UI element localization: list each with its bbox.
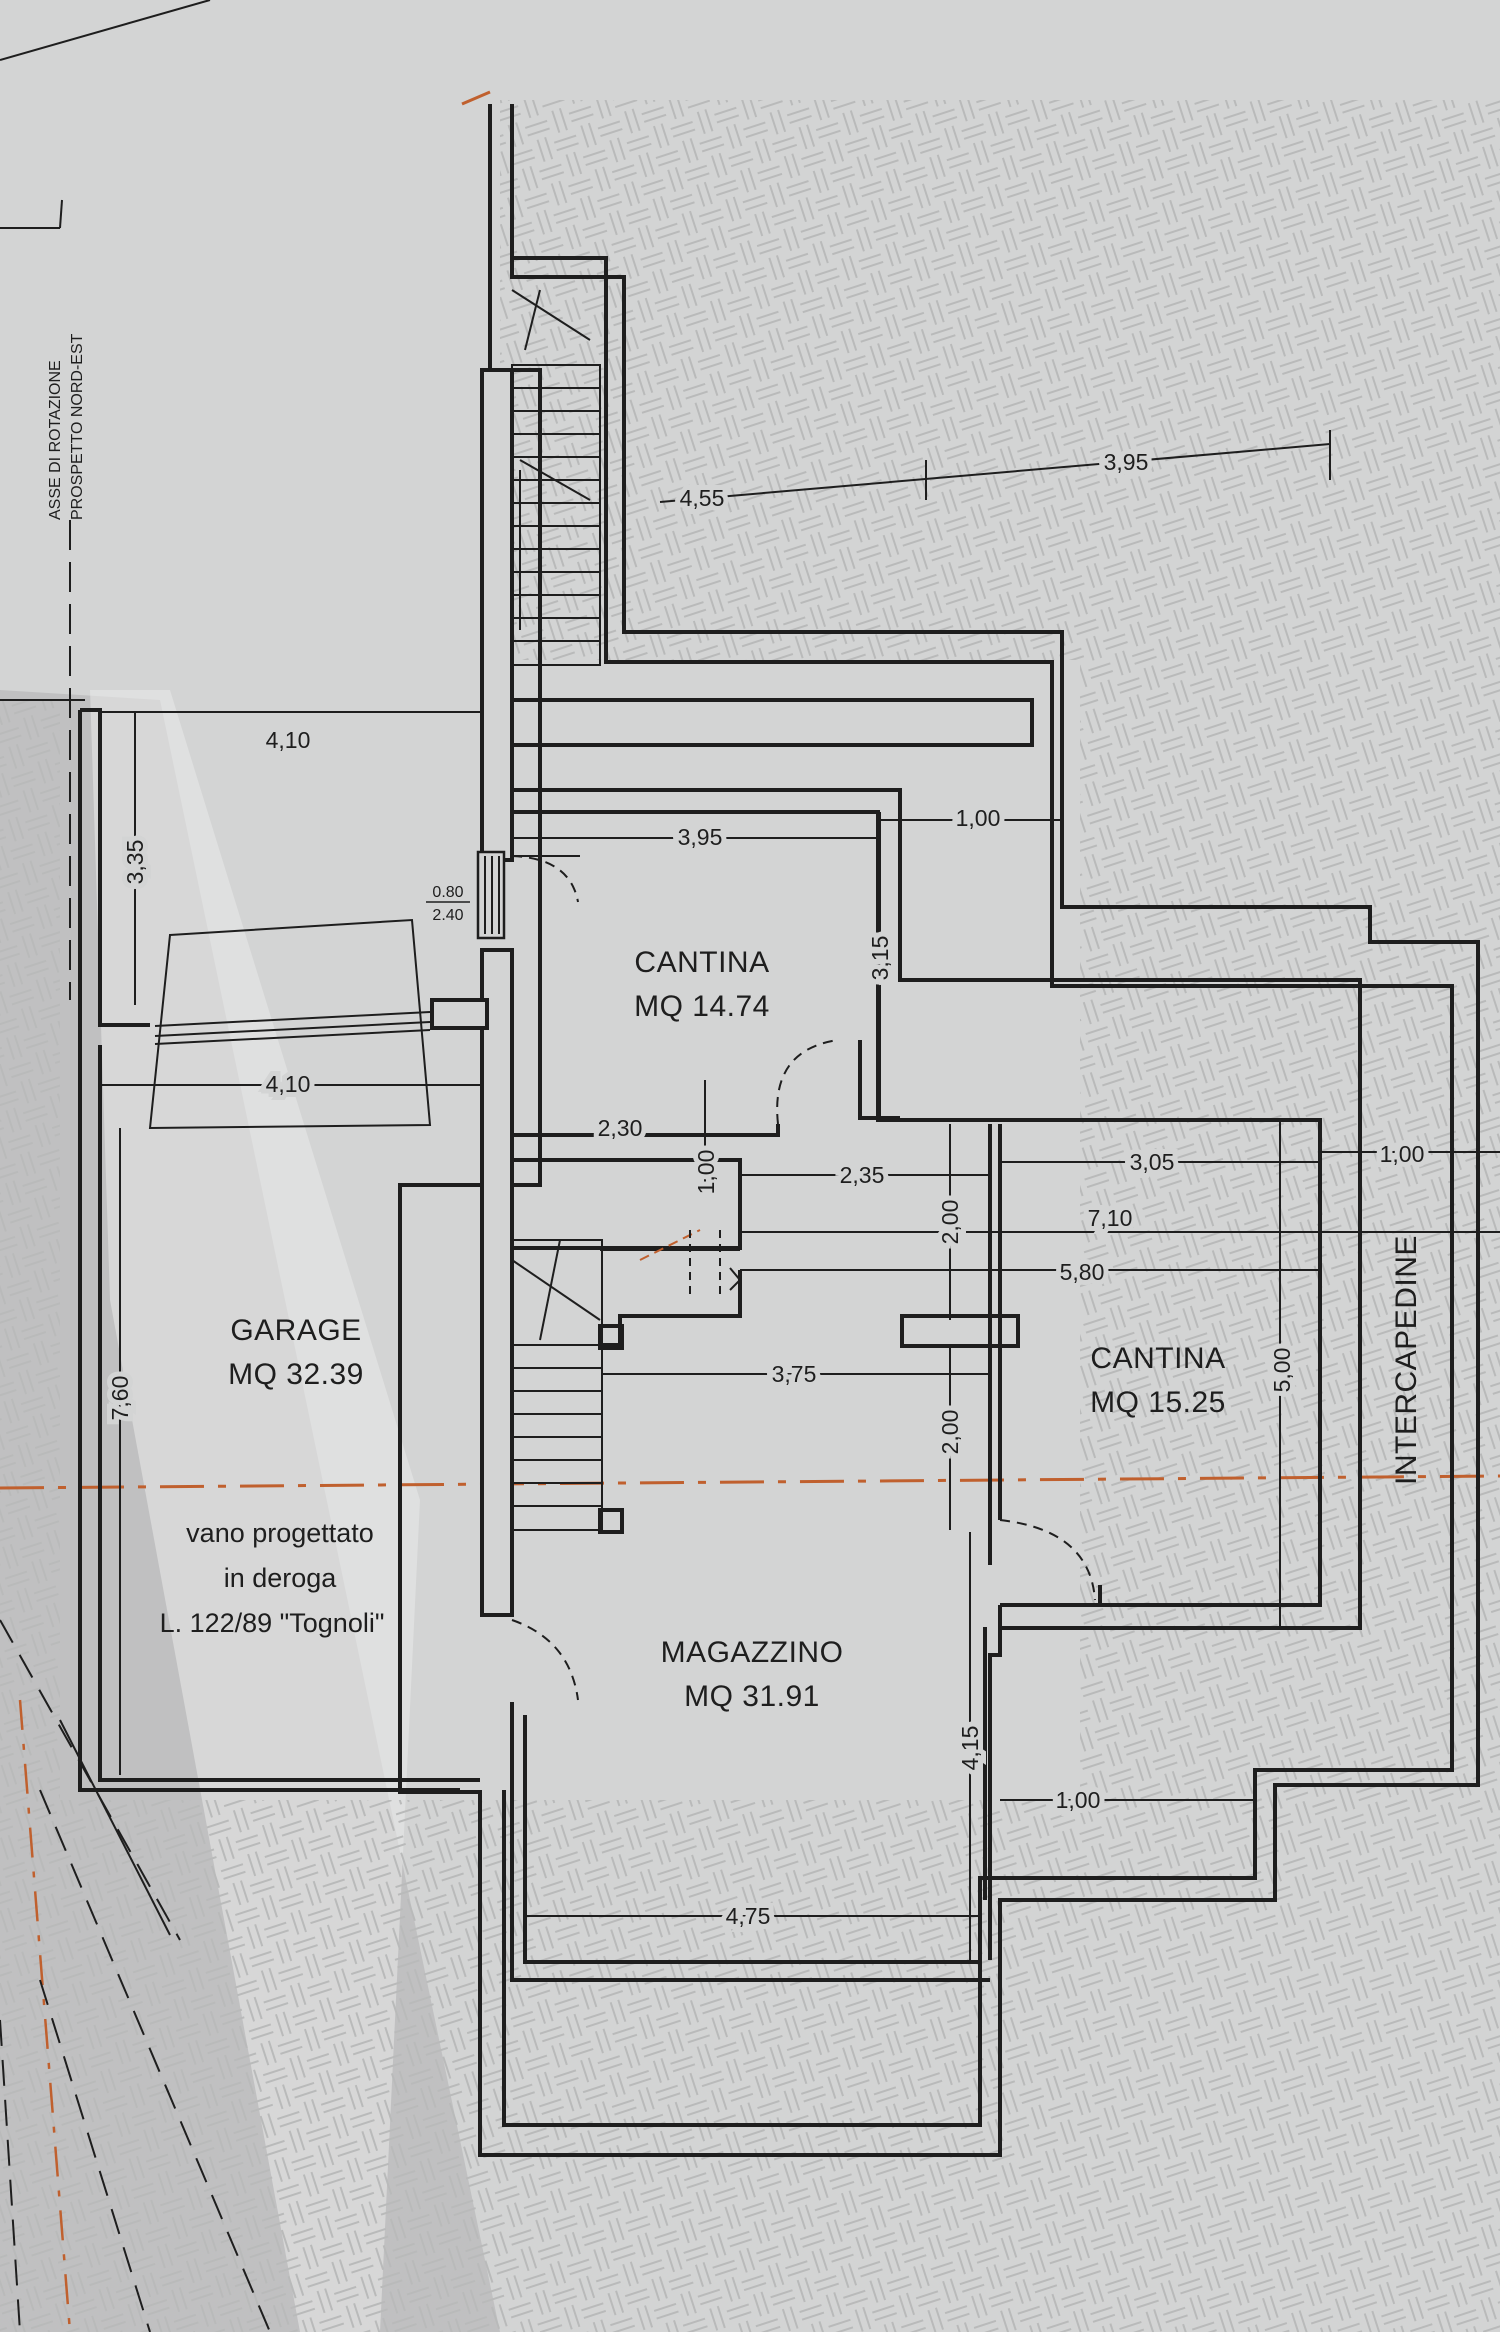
dimension-labels: 4,55 3,95 4,10 4,10 3,35 7,60 3,95 1,00 … <box>102 444 1429 1934</box>
room-cantina-2-area: MQ 15.25 <box>1090 1386 1226 1419</box>
room-intercapedine-label: INTERCAPEDINE <box>1390 1235 1423 1485</box>
ground-hatch <box>0 100 1500 2332</box>
section-line-left <box>18 1699 72 2332</box>
garage-note-line3: L. 122/89 "Tognoli" <box>160 1608 385 1638</box>
dim-hall-height: 1,00 <box>693 1150 719 1195</box>
garage-note-line2: in deroga <box>224 1563 338 1593</box>
room-cantina-1-name: CANTINA <box>634 946 769 979</box>
door-width-label: 0.80 <box>432 884 463 901</box>
dim-cantina1-width: 3,95 <box>678 824 723 850</box>
dim-top-right: 3,95 <box>1104 449 1149 475</box>
dim-garage-height: 7,60 <box>107 1376 133 1421</box>
dim-intercapedine-width: 1,00 <box>1380 1141 1425 1167</box>
stair-lower <box>511 1229 742 1531</box>
room-magazzino-area: MQ 31.91 <box>684 1680 820 1713</box>
room-cantina-1-area: MQ 14.74 <box>634 990 770 1023</box>
dim-column-height-lower: 2,00 <box>937 1410 963 1455</box>
dim-magazzino-mid-width: 3,75 <box>772 1361 817 1387</box>
dim-garage-upper-height: 3,35 <box>122 840 148 885</box>
axis-label-line2: PROSPETTO NORD-EST <box>69 333 86 520</box>
dim-magazzino-height: 4,15 <box>957 1726 983 1771</box>
hall-walls <box>510 1040 1102 1607</box>
garage-note-line1: vano progettato <box>186 1518 374 1548</box>
section-line-top <box>461 90 491 106</box>
garage-ramp <box>148 918 432 1130</box>
doors <box>511 855 1096 1701</box>
dim-total-width: 7,10 <box>1088 1205 1133 1231</box>
central-wall <box>430 368 1020 1617</box>
dim-cantina2-height: 5,00 <box>1269 1348 1295 1393</box>
door-height-label: 2.40 <box>432 907 463 924</box>
section-line <box>0 1474 1500 1490</box>
dim-inner-width: 5,80 <box>1060 1259 1105 1285</box>
dim-hall-width: 2,30 <box>598 1115 643 1141</box>
dim-gap-bottom: 1,00 <box>1056 1787 1101 1813</box>
room-cantina-2-name: CANTINA <box>1090 1342 1225 1375</box>
dim-garage-top: 4,10 <box>266 727 311 753</box>
dim-cantina2-width: 3,05 <box>1130 1149 1175 1175</box>
axis-label: ASSE DI ROTAZIONE PROSPETTO NORD-EST <box>47 333 86 520</box>
room-garage-name: GARAGE <box>230 1314 361 1347</box>
stair-upper <box>511 289 601 666</box>
dim-gap-1: 1,00 <box>956 805 1001 831</box>
dimension-lines <box>100 430 1500 1962</box>
dim-step-width: 2,35 <box>840 1162 885 1188</box>
walls <box>78 104 1480 2157</box>
dim-cantina1-height: 3,15 <box>867 936 893 981</box>
axis-label-line1: ASSE DI ROTAZIONE <box>47 360 64 520</box>
room-garage-area: MQ 32.39 <box>228 1358 364 1391</box>
dim-garage-mid: 4,10 <box>266 1071 311 1097</box>
dim-magazzino-width: 4,75 <box>726 1903 771 1929</box>
room-magazzino-name: MAGAZZINO <box>661 1636 844 1669</box>
dim-column-height-upper: 2,00 <box>937 1200 963 1245</box>
projection-lines <box>0 1619 271 2332</box>
dim-top-left: 4,55 <box>680 485 725 511</box>
